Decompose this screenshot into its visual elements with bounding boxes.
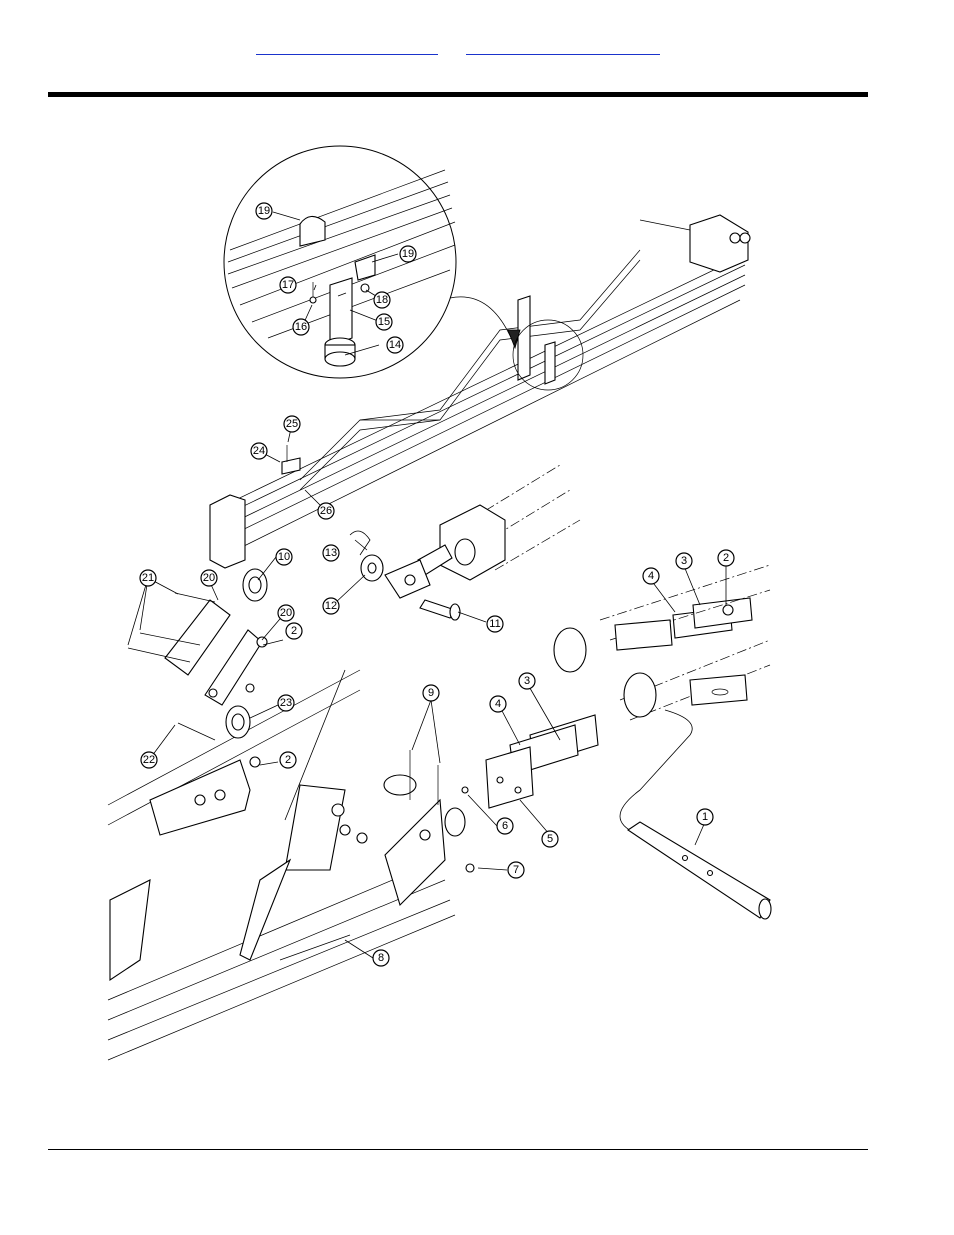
svg-text:2: 2: [285, 754, 291, 766]
callout-2: 2: [718, 550, 734, 566]
svg-text:14: 14: [389, 339, 401, 351]
svg-text:24: 24: [253, 445, 265, 457]
svg-text:20: 20: [280, 607, 292, 619]
callout-25: 25: [284, 416, 300, 432]
svg-text:2: 2: [291, 625, 297, 637]
callout-1: 1: [697, 809, 713, 825]
svg-text:2: 2: [723, 552, 729, 564]
callout-19: 19: [400, 246, 416, 262]
svg-text:12: 12: [325, 600, 337, 612]
callout-10: 10: [276, 549, 292, 565]
callout-22: 22: [141, 752, 157, 768]
callout-26: 26: [318, 503, 334, 519]
callout-4: 4: [490, 696, 506, 712]
parts-diagram: 1 2 2 2 3 3 4 4 5 6 7 8 9 10 11 12 13 14…: [100, 140, 780, 1080]
svg-text:15: 15: [378, 316, 390, 328]
svg-text:13: 13: [325, 547, 337, 559]
svg-text:10: 10: [278, 551, 290, 563]
header-rule: [48, 92, 868, 97]
svg-text:19: 19: [402, 248, 414, 260]
svg-text:5: 5: [547, 833, 553, 845]
header-link-left[interactable]: [256, 40, 438, 55]
callout-12: 12: [323, 598, 339, 614]
svg-text:1: 1: [702, 811, 708, 823]
svg-text:11: 11: [489, 618, 500, 630]
callout-6: 6: [497, 818, 513, 834]
callout-13: 13: [323, 545, 339, 561]
svg-text:6: 6: [502, 820, 508, 832]
callout-11: 11: [487, 616, 503, 632]
callout-20: 20: [278, 605, 294, 621]
callout-8: 8: [373, 950, 389, 966]
callout-14: 14: [387, 337, 403, 353]
main-frame: [108, 670, 465, 1060]
svg-text:8: 8: [378, 952, 384, 964]
svg-text:21: 21: [142, 572, 154, 584]
svg-text:19: 19: [258, 205, 270, 217]
svg-text:20: 20: [203, 572, 215, 584]
callout-19: 19: [256, 203, 272, 219]
svg-text:17: 17: [282, 279, 294, 291]
callout-7: 7: [508, 862, 524, 878]
footer-rule: [48, 1149, 868, 1150]
svg-text:25: 25: [286, 418, 298, 430]
callout-20: 20: [201, 570, 217, 586]
callout-9: 9: [423, 685, 439, 701]
svg-text:22: 22: [143, 754, 155, 766]
svg-text:26: 26: [320, 505, 332, 517]
svg-text:16: 16: [295, 321, 307, 333]
callout-15: 15: [376, 314, 392, 330]
callout-3: 3: [676, 553, 692, 569]
hydraulic-cylinder: [350, 465, 580, 620]
callout-3: 3: [519, 673, 535, 689]
svg-text:4: 4: [648, 570, 654, 582]
svg-text:3: 3: [524, 675, 530, 687]
callout-2: 2: [280, 752, 296, 768]
callout-5: 5: [542, 831, 558, 847]
callout-24: 24: [251, 443, 267, 459]
svg-text:23: 23: [280, 697, 292, 709]
svg-text:18: 18: [376, 294, 388, 306]
svg-text:4: 4: [495, 698, 501, 710]
callout-16: 16: [293, 319, 309, 335]
callout-21: 21: [140, 570, 156, 586]
callout-2: 2: [286, 623, 302, 639]
header-link-right[interactable]: [466, 40, 660, 55]
callout-17: 17: [280, 277, 296, 293]
svg-text:3: 3: [681, 555, 687, 567]
link-plates: [128, 569, 267, 767]
callout-23: 23: [278, 695, 294, 711]
svg-text:9: 9: [428, 687, 434, 699]
callout-4: 4: [643, 568, 659, 584]
svg-text:7: 7: [513, 864, 519, 876]
callout-18: 18: [374, 292, 390, 308]
detail-magnifier: [224, 146, 456, 378]
